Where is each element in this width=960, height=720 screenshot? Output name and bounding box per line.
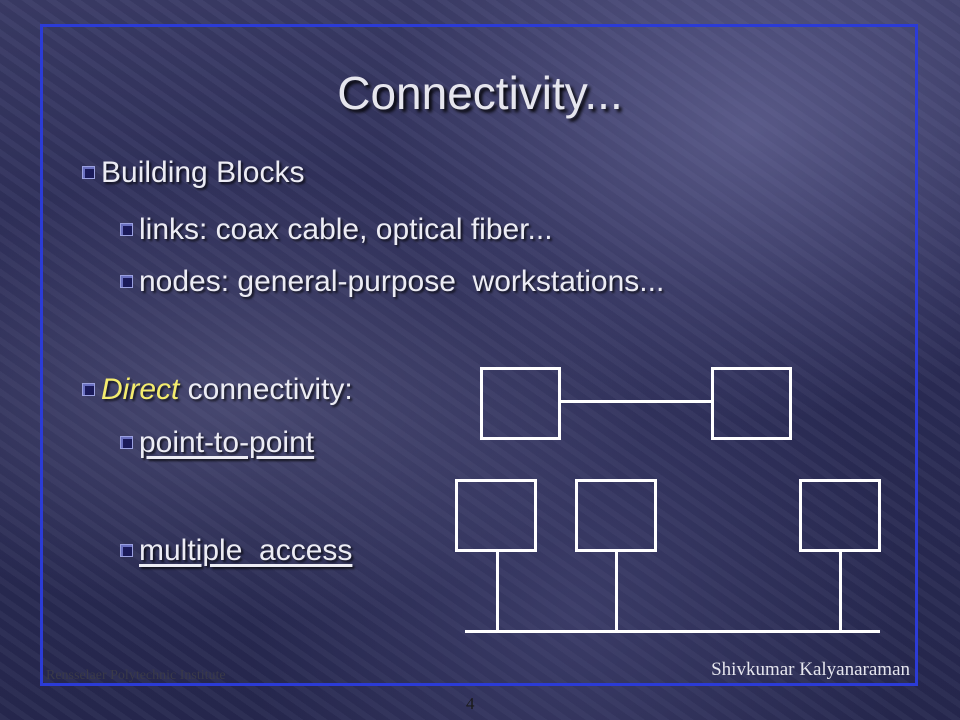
bus-drop-line-2 — [615, 552, 618, 631]
slide-frame — [40, 24, 918, 686]
bus-drop-line-1 — [496, 552, 499, 631]
square-bullet-icon — [120, 222, 133, 236]
bus-node-2 — [575, 479, 657, 552]
bullet-building-blocks: Building Blocks — [82, 156, 304, 190]
sub-bullet-nodes: nodes: general-purpose workstations... — [120, 265, 664, 299]
square-bullet-icon — [82, 382, 95, 396]
bus-node-3 — [799, 479, 881, 552]
square-bullet-icon — [120, 543, 133, 557]
sub-bullet-multiple-access[interactable]: multiple access — [120, 534, 352, 568]
shared-bus-line — [465, 630, 880, 633]
bullet-direct-connectivity: Direct connectivity: — [82, 373, 353, 407]
square-bullet-icon — [120, 435, 133, 449]
page-number: 4 — [466, 694, 475, 713]
p2p-node-right — [711, 367, 792, 440]
sub-bullet-links: links: coax cable, optical fiber... — [120, 213, 553, 247]
sub-bullet-point-to-point[interactable]: point-to-point — [120, 426, 314, 460]
multiple-access-link[interactable]: multiple access — [139, 534, 353, 567]
point-to-point-link[interactable]: point-to-point — [139, 426, 315, 459]
bus-drop-line-3 — [839, 552, 842, 631]
institution-footer: Rensselaer Polytechnic Institute — [46, 668, 226, 683]
p2p-link-line — [561, 400, 711, 403]
p2p-node-left — [480, 367, 561, 440]
bus-node-1 — [455, 479, 537, 552]
square-bullet-icon — [82, 165, 95, 179]
author-footer: Shivkumar Kalyanaraman — [711, 659, 910, 680]
square-bullet-icon — [120, 274, 133, 288]
slide-title: Connectivity... — [337, 67, 623, 119]
